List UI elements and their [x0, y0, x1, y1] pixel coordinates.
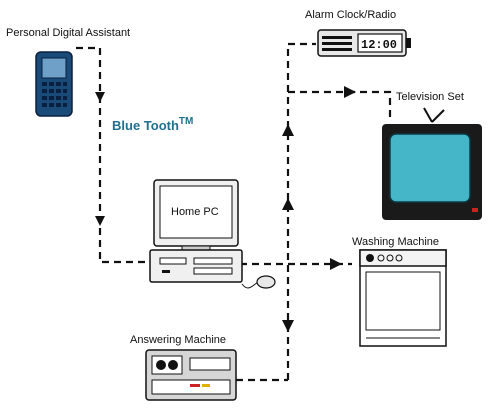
alarm-clock-label: Alarm Clock/Radio: [305, 9, 396, 21]
pda-label: Personal Digital Assistant: [6, 27, 130, 39]
connections: [76, 42, 392, 382]
bluetooth-label: Blue ToothTM: [112, 116, 193, 133]
clock-display: 12:00: [361, 38, 397, 52]
alarm-clock-icon: 12:00: [317, 29, 411, 57]
arrow-up-bus-1: [282, 124, 294, 136]
pc-label: Home PC: [171, 206, 219, 218]
arrow-down-bus-3: [282, 320, 294, 332]
mouse-icon: [241, 275, 276, 289]
washing-machine-icon: [359, 249, 447, 347]
connector-tv: [288, 90, 392, 120]
television-label: Television Set: [396, 91, 464, 103]
connector-pda-pc: [76, 46, 160, 264]
answering-machine-label: Answering Machine: [130, 334, 226, 346]
television-icon: [382, 107, 482, 220]
arrow-down-pda-2: [95, 216, 105, 226]
arrow-right-tv: [344, 86, 356, 98]
computer-icon: Home PC: [149, 179, 243, 283]
arrow-up-bus-2: [282, 198, 294, 210]
answering-machine-icon: [145, 349, 237, 401]
arrow-down-pda-1: [95, 92, 105, 102]
pda-icon: [35, 51, 73, 117]
connector-bus: [286, 42, 316, 380]
arrow-right-washer: [330, 258, 342, 270]
washing-machine-label: Washing Machine: [352, 236, 439, 248]
arrows: [95, 86, 356, 332]
